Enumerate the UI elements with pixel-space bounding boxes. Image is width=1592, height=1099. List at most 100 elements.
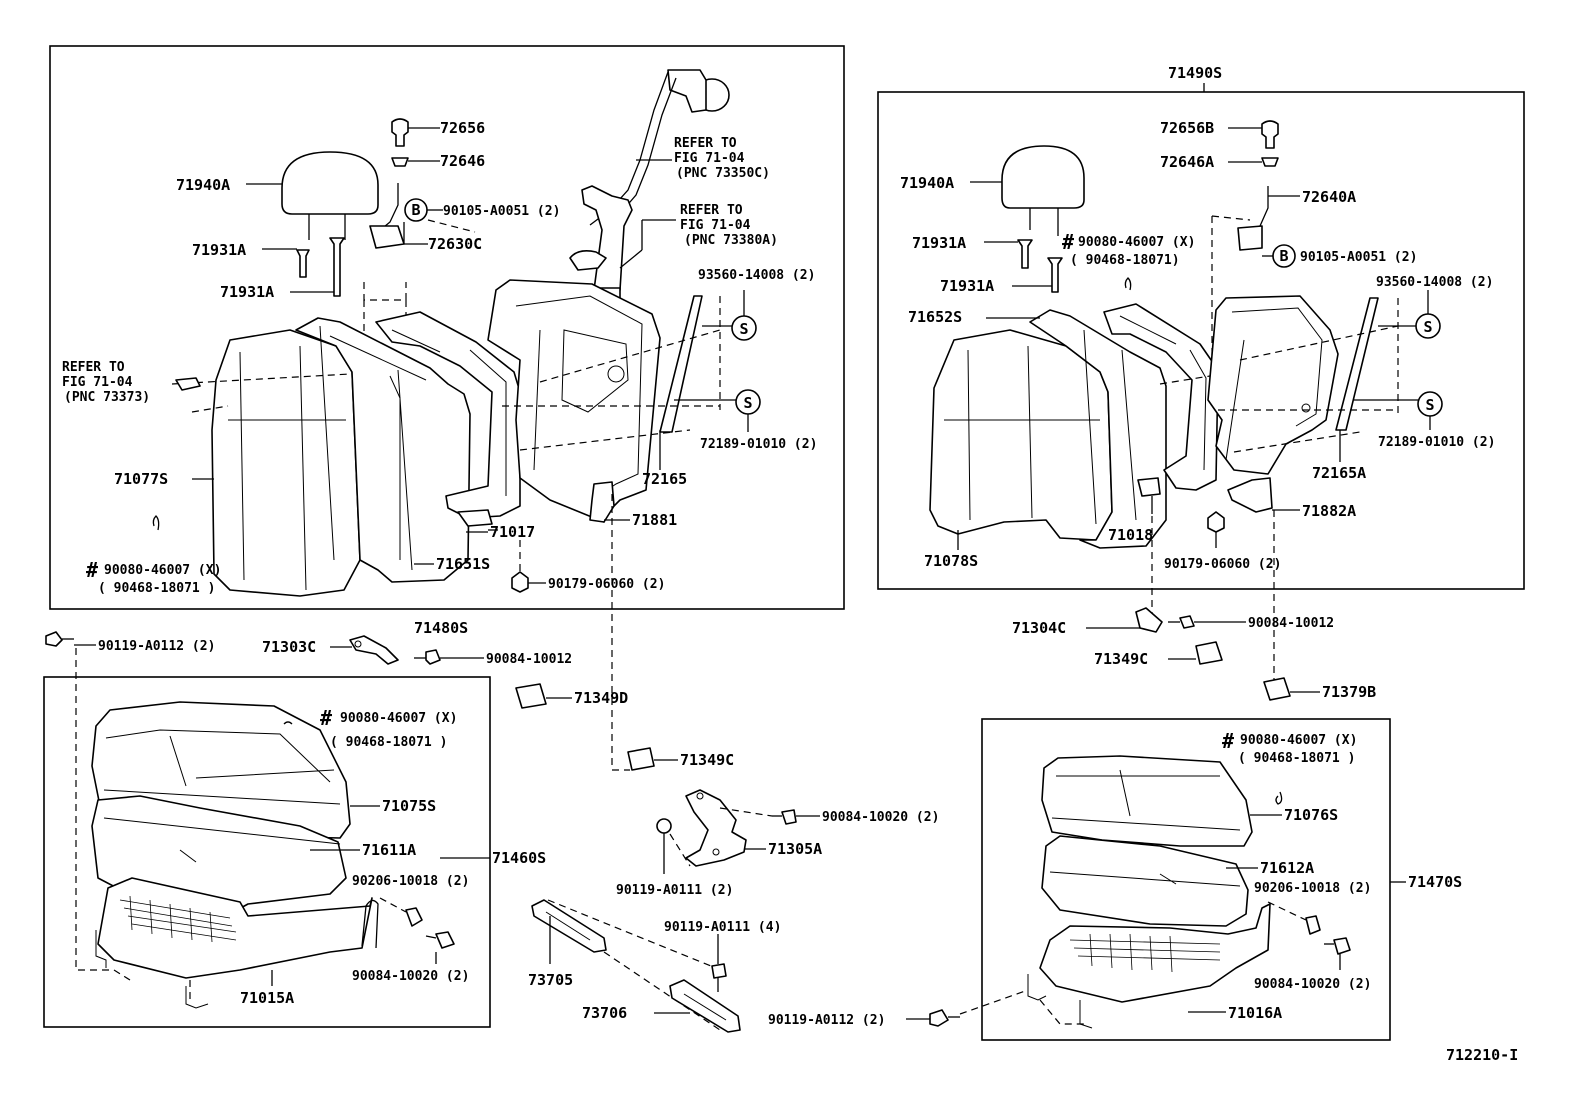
hinge-bar-icon bbox=[659, 295, 703, 433]
seatback-board-right-icon bbox=[1207, 295, 1339, 475]
hinge-bar-right-icon bbox=[1335, 297, 1379, 431]
label-72189-01010-right: 72189-01010 (2) bbox=[1378, 435, 1495, 450]
label-71077s: 71077S bbox=[114, 470, 168, 488]
label-71881: 71881 bbox=[632, 511, 677, 529]
label-90468-18071-left: ( 90468-18071 ) bbox=[98, 581, 215, 596]
svg-text:S: S bbox=[743, 394, 752, 412]
symbol-b-text: B bbox=[411, 201, 420, 219]
bottom-rail-left-icon bbox=[589, 481, 615, 523]
hinge-bracket-left-icon bbox=[349, 635, 399, 665]
nut-90206-left-icon bbox=[405, 907, 423, 927]
hash-symbol-cushion-right: # bbox=[1222, 729, 1234, 753]
label-72646a: 72646A bbox=[1160, 153, 1214, 171]
headrest-right-icon bbox=[1001, 145, 1085, 236]
label-pnc-73350c: (PNC 73350C) bbox=[676, 166, 770, 181]
svg-text:S: S bbox=[739, 320, 748, 338]
label-71303c: 71303C bbox=[262, 638, 316, 656]
label-93560-14008-right: 93560-14008 (2) bbox=[1376, 275, 1493, 290]
left-cushion-box bbox=[43, 676, 491, 1028]
bolt-90084-cushion-left-icon bbox=[425, 931, 455, 949]
label-72165: 72165 bbox=[642, 470, 687, 488]
refer-clip-icon bbox=[175, 377, 201, 391]
label-71460s: 71460S bbox=[492, 849, 546, 867]
label-90105-a0051: 90105-A0051 (2) bbox=[443, 204, 560, 219]
right-seatback-box bbox=[877, 91, 1525, 590]
label-90119-a0112-left: 90119-A0112 (2) bbox=[98, 639, 215, 654]
label-73705: 73705 bbox=[528, 971, 573, 989]
label-71480s: 71480S bbox=[414, 619, 468, 637]
label-71611a: 71611A bbox=[362, 841, 416, 859]
label-90084-10012-left: 90084-10012 bbox=[486, 652, 572, 667]
right-cushion-box bbox=[981, 718, 1391, 1041]
label-71078s: 71078S bbox=[924, 552, 978, 570]
seat-belt-icon bbox=[569, 69, 730, 309]
label-72165a: 72165A bbox=[1312, 464, 1366, 482]
lock-rod-right-icon bbox=[1237, 186, 1269, 251]
label-90179-06060-right: 90179-06060 (2) bbox=[1164, 557, 1281, 572]
cover-71349c-icon bbox=[627, 747, 655, 771]
cushion-pad-right-icon bbox=[1041, 835, 1249, 927]
bolt-90119-a0112-right-icon bbox=[929, 1009, 960, 1027]
label-refer-to-2: REFER TO bbox=[680, 203, 743, 218]
svg-text:S: S bbox=[1423, 318, 1432, 336]
svg-text:S: S bbox=[1425, 396, 1434, 414]
seat-frame-left-icon bbox=[95, 877, 379, 1009]
label-72656: 72656 bbox=[440, 119, 485, 137]
label-pnc-73380a: (PNC 73380A) bbox=[684, 233, 778, 248]
label-71076s: 71076S bbox=[1284, 806, 1338, 824]
label-90179-06060: 90179-06060 (2) bbox=[548, 577, 665, 592]
seat-frame-right-icon bbox=[1027, 903, 1271, 1029]
label-90468-18071-cushion-right: ( 90468-18071 ) bbox=[1238, 751, 1355, 766]
label-71470s: 71470S bbox=[1408, 873, 1462, 891]
bolt-90084-right-icon bbox=[1168, 615, 1195, 629]
bolt-90084-cushion-right-icon bbox=[1324, 937, 1351, 955]
label-72189-01010: 72189-01010 (2) bbox=[700, 437, 817, 452]
label-72656b: 72656B bbox=[1160, 119, 1214, 137]
label-90084-10012-right: 90084-10012 bbox=[1248, 616, 1334, 631]
hash-symbol-left: # bbox=[86, 558, 98, 582]
bottom-rail-right-icon bbox=[1227, 477, 1273, 513]
nut-icon bbox=[511, 571, 529, 593]
label-71304c: 71304C bbox=[1012, 619, 1066, 637]
hog-ring-right-icon bbox=[1124, 277, 1132, 291]
label-fig-71-04-3: FIG 71-04 bbox=[62, 375, 133, 390]
label-71379b: 71379B bbox=[1322, 683, 1376, 701]
label-90080-46007-cushion-right: 90080-46007 (X) bbox=[1240, 733, 1357, 748]
label-71075s: 71075S bbox=[382, 797, 436, 815]
guide-pin-right-icon bbox=[1017, 239, 1063, 293]
label-refer-to-3: REFER TO bbox=[62, 360, 125, 375]
cover-71349c-right-icon bbox=[1195, 641, 1223, 665]
label-90084-10020-center: 90084-10020 (2) bbox=[822, 810, 939, 825]
hinge-bracket-right-icon bbox=[1135, 607, 1163, 633]
label-72630c: 72630C bbox=[428, 235, 482, 253]
hog-ring-icon bbox=[152, 515, 160, 531]
bolt-90119-a0111-4-icon bbox=[711, 963, 727, 992]
label-71349d: 71349D bbox=[574, 689, 628, 707]
label-90468-18071-right: ( 90468-18071) bbox=[1070, 253, 1180, 268]
label-71931a-lower: 71931A bbox=[220, 283, 274, 301]
rail-73705-icon bbox=[531, 899, 607, 953]
label-71931a-right-lower: 71931A bbox=[940, 277, 994, 295]
label-71651s: 71651S bbox=[436, 555, 490, 573]
label-72640a: 72640A bbox=[1302, 188, 1356, 206]
rail-73706-icon bbox=[669, 979, 741, 1033]
label-71931a-right-upper: 71931A bbox=[912, 234, 966, 252]
svg-text:B: B bbox=[1279, 247, 1288, 265]
bolt-left-icon bbox=[45, 631, 74, 647]
nut-90206-right-icon bbox=[1305, 915, 1321, 935]
hash-symbol-cushion-left: # bbox=[320, 706, 332, 730]
label-72646: 72646 bbox=[440, 152, 485, 170]
label-90084-10020-right: 90084-10020 (2) bbox=[1254, 977, 1371, 992]
label-90119-a0112-right: 90119-A0112 (2) bbox=[768, 1013, 885, 1028]
label-71652s: 71652S bbox=[908, 308, 962, 326]
label-71018: 71018 bbox=[1108, 526, 1153, 544]
label-71349c: 71349C bbox=[680, 751, 734, 769]
label-71015a: 71015A bbox=[240, 989, 294, 1007]
label-71490s: 71490S bbox=[1168, 64, 1222, 82]
guide-pin-icon bbox=[296, 237, 345, 297]
label-fig-71-04-1: FIG 71-04 bbox=[674, 151, 745, 166]
label-71305a: 71305A bbox=[768, 840, 822, 858]
label-90084-10020-left: 90084-10020 (2) bbox=[352, 969, 469, 984]
label-90119-a0111-4: 90119-A0111 (4) bbox=[664, 920, 781, 935]
